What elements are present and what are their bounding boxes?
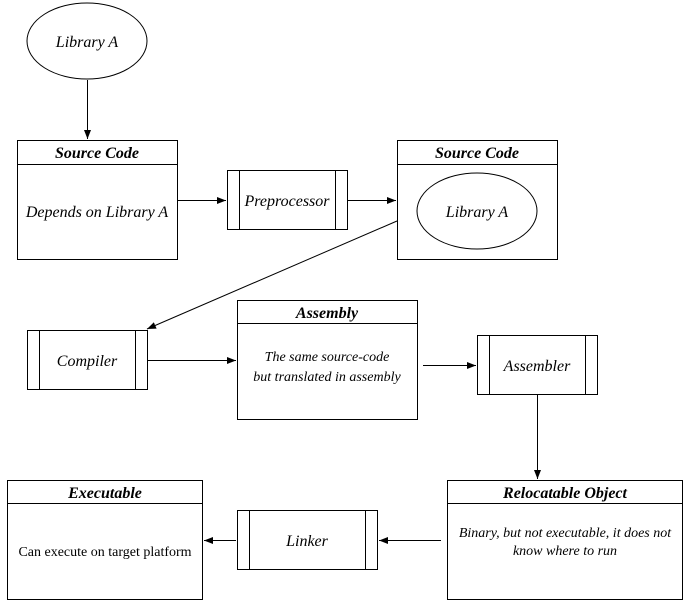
compiler-node: Compiler	[27, 330, 148, 390]
preprocessor-node: Preprocessor	[227, 170, 348, 230]
source-code-2-title: Source Code	[435, 145, 519, 162]
relocatable-object-title: Relocatable Object	[502, 485, 628, 502]
assembler-label: Assembler	[503, 358, 571, 375]
compiler-label: Compiler	[57, 353, 118, 370]
preprocessor-label: Preprocessor	[243, 193, 330, 210]
assembly-body-line-2: but translated in assembly	[253, 370, 401, 385]
source-code-body: Depends on Library A	[25, 204, 169, 221]
library-a-inner-label: Library A	[445, 204, 509, 221]
executable-node: Executable Can execute on target platfor…	[7, 480, 203, 600]
arrow-source-to-compiler	[146, 220, 398, 330]
assembler-node: Assembler	[477, 335, 598, 395]
library-a-label: Library A	[55, 34, 119, 51]
source-code-title: Source Code	[55, 145, 139, 162]
executable-title: Executable	[67, 485, 142, 502]
relocatable-object-body-line-2: know where to run	[513, 544, 617, 559]
relocatable-object-body-line-1: Binary, but not executable, it does not	[459, 526, 672, 541]
source-code-node: Source Code Depends on Library A	[17, 140, 178, 260]
linker-label: Linker	[285, 533, 329, 550]
connectors	[84, 80, 541, 544]
assembly-node: Assembly The same source-code but transl…	[237, 300, 418, 420]
executable-body: Can execute on target platform	[18, 545, 191, 560]
assembly-body-line-1: The same source-code	[265, 350, 390, 365]
library-a-node: Library A	[26, 2, 148, 80]
assembly-title: Assembly	[295, 305, 359, 322]
relocatable-object-node: Relocatable Object Binary, but not execu…	[447, 480, 683, 600]
linker-node: Linker	[237, 510, 378, 570]
source-code-with-library-node: Source Code Library A	[397, 140, 558, 260]
